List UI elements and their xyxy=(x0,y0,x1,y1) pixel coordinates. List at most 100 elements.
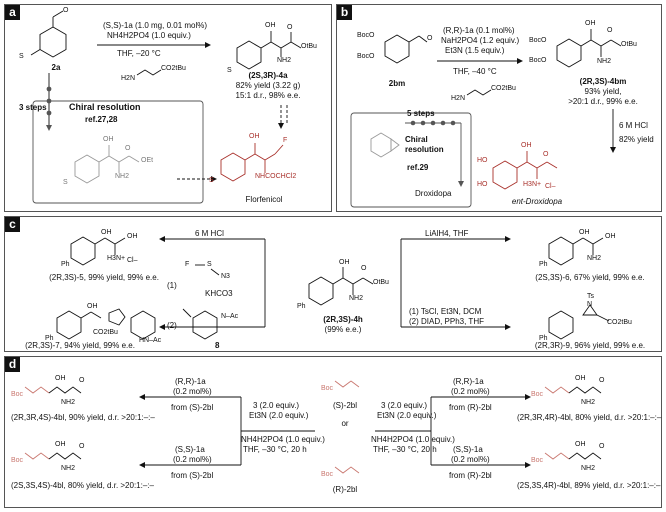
cond-d-left-1: 3 (2.0 equiv.) xyxy=(253,401,300,410)
condition-b-4: THF, –40 °C xyxy=(453,67,497,76)
mol-d-lr: (0.2 mol%) xyxy=(451,455,490,464)
label-oh-6: OH xyxy=(579,229,590,236)
compound-4h-ee: (99% e.e.) xyxy=(324,325,362,334)
label-oh-4a: OH xyxy=(265,22,276,29)
label-oh-4bm: OH xyxy=(585,20,596,27)
condition-a-2: NH4H2PO4 (1.0 equiv.) xyxy=(107,31,191,40)
label-boc-ur: Boc xyxy=(531,391,544,398)
panel-label-c: c xyxy=(5,217,20,232)
condition-a-3: THF, –20 °C xyxy=(117,49,161,58)
cond-d-right-4: THF, –30 °C, 20 h xyxy=(373,445,437,454)
label-o-ll: O xyxy=(79,443,85,450)
panel-b: b BocO BocO O 2bm (R,R)-1a (0.1 mol%) Na… xyxy=(336,4,662,212)
compound-2a-label: 2a xyxy=(51,63,61,72)
panel-d-structures xyxy=(24,380,602,474)
center-s2bl: (S)-2bl xyxy=(332,401,357,410)
panel-c: c Ph OH O OtBu xyxy=(4,216,662,352)
label-oet-box-a: OEt xyxy=(141,157,154,164)
cond-d-right-3: NH4H2PO4 (1.0 equiv.) xyxy=(371,435,455,444)
condition-b-2: NaH2PO4 (1.2 equiv.) xyxy=(441,36,520,45)
compound-4bm-yield: 93% yield, xyxy=(584,87,622,96)
label-o-2bm: O xyxy=(427,35,433,42)
label-boco-b1: BocO xyxy=(357,32,375,39)
label-oh-lr: OH xyxy=(575,441,586,448)
label-oh-6b: OH xyxy=(605,233,616,240)
label-n-9: N xyxy=(587,301,593,308)
label-h2n-a: H2N xyxy=(121,75,136,82)
label-nh2-4a: NH2 xyxy=(277,57,292,64)
label-o-lr: O xyxy=(599,443,605,450)
product-c-9: (2R,3R)-9, 96% yield, 99% e.e. xyxy=(534,341,646,350)
from-d-ur: from (R)-2bl xyxy=(449,403,492,412)
label-nh2-6: NH2 xyxy=(587,255,602,262)
label-ph-4h: Ph xyxy=(297,303,306,310)
product-d-ur: (2R,3R,4R)-4bl, 80% yield, d.r. >20:1:–:… xyxy=(517,413,662,422)
label-co2tbu-7: CO2tBu xyxy=(93,329,118,336)
condition-a-1: (S,S)-1a (1.0 mg, 0.01 mol%) xyxy=(103,21,208,30)
label-otbu-4bm: OtBu xyxy=(621,41,637,48)
compound-8-label: 8 xyxy=(215,341,220,350)
mol-d-ll: (0.2 mol%) xyxy=(173,455,212,464)
label-nh2-4h: NH2 xyxy=(349,295,364,302)
label-cl-5: Cl– xyxy=(127,257,138,264)
compound-4a-yield: 82% yield (3.22 g) xyxy=(235,81,301,90)
label-boco-b2: BocO xyxy=(357,53,375,60)
label-s-florfenicol: S xyxy=(209,177,214,184)
cond-d-left-4: THF, –30 °C, 20 h xyxy=(243,445,307,454)
label-oh-box-a: OH xyxy=(103,136,114,143)
label-o-4h: O xyxy=(361,265,367,272)
label-o-2a: O xyxy=(63,7,69,14)
panel-a-structures xyxy=(30,10,302,204)
cat-d-ul: (R,R)-1a xyxy=(175,377,206,386)
label-otbu-4h: OtBu xyxy=(373,279,389,286)
label-ts-9: Ts xyxy=(587,293,594,300)
label-ho-drox1: HO xyxy=(477,157,488,164)
florfenicol-label: Florfenicol xyxy=(245,195,283,204)
cond-d-right-1: 3 (2.0 equiv.) xyxy=(381,401,428,410)
label-oh-7: OH xyxy=(87,303,98,310)
cat-d-ll: (S,S)-1a xyxy=(175,445,205,454)
box-a-ref: ref.27,28 xyxy=(85,115,118,124)
compound-4a-selectivity: 15:1 d.r., 98% e.e. xyxy=(235,91,301,100)
label-ho-drox2: HO xyxy=(477,181,488,188)
label-nhac-8: N–Ac xyxy=(221,313,239,320)
panel-d: d Boc OH O NH2 (2R,3R,4S)-4bl, 90% yield… xyxy=(4,356,662,508)
product-d-ul: (2R,3R,4S)-4bl, 90% yield, d.r. >20:1:–:… xyxy=(11,413,155,422)
label-ph-6: Ph xyxy=(539,261,548,268)
reagent-c-lialh4: LiAlH4, THF xyxy=(425,229,469,238)
label-oh-ur: OH xyxy=(575,375,586,382)
label-nh2-ur: NH2 xyxy=(581,399,596,406)
product-c-7: (2R,3S)-7, 94% yield, 99% e.e. xyxy=(25,341,135,350)
label-s-c: S xyxy=(207,261,212,268)
label-cl-drox: Cl– xyxy=(545,183,556,190)
from-d-ll: from (S)-2bl xyxy=(171,471,214,480)
product-d-lr: (2S,3S,4R)-4bl, 89% yield, d.r. >20:1:–:… xyxy=(517,481,661,490)
label-nh2-4bm: NH2 xyxy=(597,58,612,65)
compound-4bm-label: (2R,3S)-4bm xyxy=(579,77,627,86)
mol-d-ul: (0.2 mol%) xyxy=(173,387,212,396)
label-co2tbu-a: CO2tBu xyxy=(161,65,186,72)
label-s-4a: S xyxy=(227,67,232,74)
label-oh-5b: OH xyxy=(127,233,138,240)
label-nh2-ul: NH2 xyxy=(61,399,76,406)
center-or: or xyxy=(341,419,349,428)
reagent-c-tscl: (1) TsCl, Et3N, DCM xyxy=(409,307,482,316)
panel-a: a 2a O S (S,S)-1a (1.0 mg, xyxy=(4,4,332,212)
compound-4bm-selectivity: >20:1 d.r., 99% e.e. xyxy=(568,97,638,106)
from-d-lr: from (R)-2bl xyxy=(449,471,492,480)
label-oh-4h: OH xyxy=(339,259,350,266)
product-c-6: (2S,3S)-6, 67% yield, 99% e.e. xyxy=(535,273,645,282)
condition-b-3: Et3N (1.5 equiv.) xyxy=(445,46,505,55)
box-b-ref: ref.29 xyxy=(407,163,429,172)
label-o-4bm: O xyxy=(607,27,613,34)
cat-d-lr: (S,S)-1a xyxy=(453,445,483,454)
box-b-res1: Chiral resolution xyxy=(405,135,444,154)
label-s-2a: S xyxy=(19,53,24,60)
panel-label-d: d xyxy=(5,357,20,372)
label-o-drox: O xyxy=(543,151,549,158)
label-oh-5: OH xyxy=(101,229,112,236)
panel-label-b: b xyxy=(337,5,352,20)
mol-d-ur: (0.2 mol%) xyxy=(451,387,490,396)
panel-c-structures xyxy=(56,236,610,340)
label-boc-s2bl: Boc xyxy=(321,385,334,392)
